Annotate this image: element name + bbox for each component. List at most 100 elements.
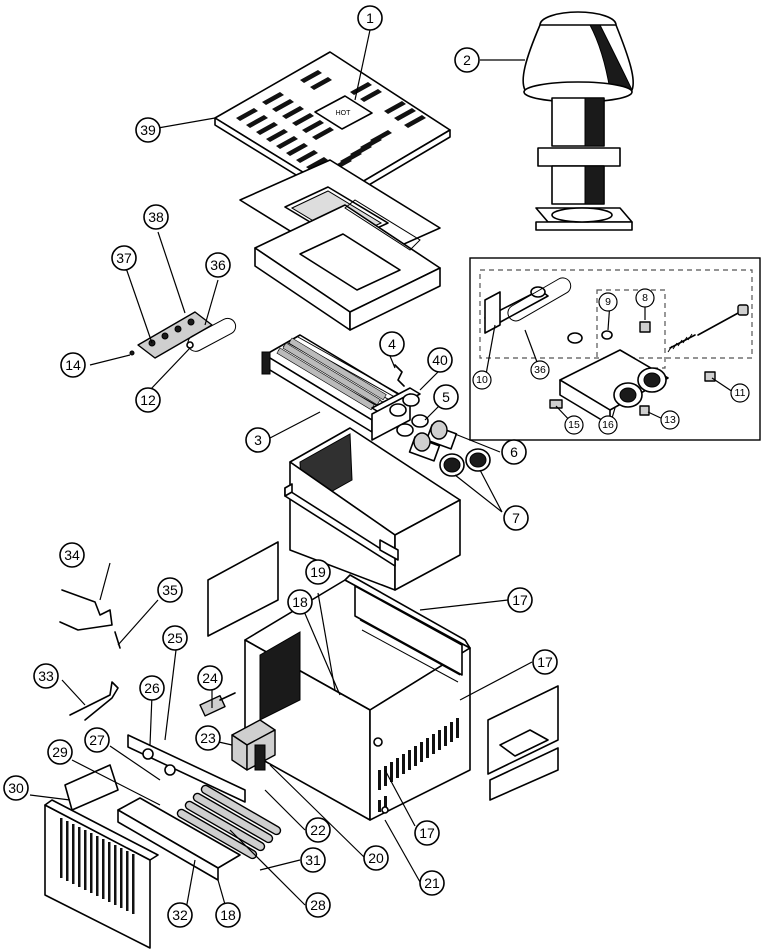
svg-text:20: 20 (368, 850, 384, 866)
callout-17-bottom: 17 (414, 820, 440, 846)
callout-18-upper: 18 (287, 589, 313, 615)
svg-text:18: 18 (220, 907, 236, 923)
svg-text:31: 31 (305, 852, 321, 868)
svg-text:23: 23 (200, 730, 216, 746)
callout-2: 2 (454, 47, 480, 73)
svg-text:28: 28 (310, 897, 326, 913)
callout-18-lower: 18 (215, 902, 241, 928)
header-gasket-assembly (129, 311, 237, 359)
callout-markers: 1 2 3 4 5 6 7 8 9 10 11 12 13 14 15 16 1… (3, 5, 750, 928)
svg-text:13: 13 (664, 414, 676, 426)
callout-7: 7 (503, 505, 529, 531)
side-panel (487, 685, 559, 801)
igniter (199, 692, 236, 717)
callout-21: 21 (419, 870, 445, 896)
callout-31: 31 (300, 847, 326, 873)
svg-text:27: 27 (89, 732, 105, 748)
svg-text:12: 12 (140, 392, 156, 408)
callout-1: 1 (357, 5, 383, 31)
callout-30: 30 (3, 775, 29, 801)
callout-14: 14 (60, 352, 86, 378)
callout-22: 22 (305, 817, 331, 843)
svg-text:30: 30 (8, 780, 24, 796)
svg-text:36: 36 (210, 257, 226, 273)
svg-text:35: 35 (162, 582, 178, 598)
svg-text:34: 34 (64, 547, 80, 563)
svg-text:38: 38 (148, 209, 164, 225)
pilot-assembly (59, 589, 121, 721)
callout-36-inset: 36 (530, 360, 550, 380)
svg-text:15: 15 (568, 419, 580, 431)
svg-text:32: 32 (172, 907, 188, 923)
callout-25: 25 (162, 625, 188, 651)
callout-24: 24 (197, 665, 223, 691)
svg-text:3: 3 (254, 432, 262, 448)
header-kit-inset (469, 257, 761, 441)
svg-text:5: 5 (442, 389, 450, 405)
callout-35: 35 (157, 577, 183, 603)
callout-16: 16 (598, 415, 618, 435)
callout-38: 38 (143, 204, 169, 230)
callout-8: 8 (635, 288, 655, 308)
svg-text:8: 8 (642, 292, 648, 304)
callout-12: 12 (135, 387, 161, 413)
callout-40: 40 (427, 347, 453, 373)
callout-39: 39 (135, 117, 161, 143)
callout-15: 15 (564, 415, 584, 435)
rear-access-panel (207, 541, 279, 637)
top-cover-panel: HOT (214, 51, 451, 203)
svg-text:7: 7 (512, 510, 520, 526)
callout-34: 34 (59, 542, 85, 568)
callout-17-right: 17 (532, 649, 558, 675)
callout-10: 10 (472, 370, 492, 390)
svg-text:24: 24 (202, 670, 218, 686)
svg-text:18: 18 (292, 594, 308, 610)
svg-text:17: 17 (537, 654, 553, 670)
callout-9: 9 (598, 292, 618, 312)
callout-19: 19 (305, 559, 331, 585)
svg-text:19: 19 (310, 564, 326, 580)
callout-28: 28 (305, 892, 331, 918)
svg-text:1: 1 (366, 10, 374, 26)
callout-11: 11 (730, 383, 750, 403)
svg-text:6: 6 (510, 444, 518, 460)
leader-lines (29, 29, 734, 916)
front-door-panel (44, 799, 159, 949)
svg-text:26: 26 (144, 680, 160, 696)
callout-32: 32 (167, 902, 193, 928)
svg-text:36: 36 (534, 364, 546, 376)
callout-4: 4 (379, 331, 405, 357)
svg-text:11: 11 (735, 387, 746, 399)
callout-3: 3 (245, 427, 271, 453)
gas-valve (231, 719, 276, 771)
svg-text:21: 21 (424, 875, 440, 891)
svg-text:33: 33 (38, 668, 54, 684)
svg-text:39: 39 (140, 122, 156, 138)
svg-text:22: 22 (310, 822, 326, 838)
svg-text:25: 25 (167, 630, 183, 646)
svg-text:4: 4 (388, 336, 396, 352)
callout-23: 23 (195, 725, 221, 751)
callout-13: 13 (660, 410, 680, 430)
callout-26: 26 (139, 675, 165, 701)
svg-text:2: 2 (463, 52, 471, 68)
callout-20: 20 (363, 845, 389, 871)
flue-collector (254, 199, 441, 331)
callout-33: 33 (33, 663, 59, 689)
svg-text:9: 9 (605, 296, 611, 308)
burner-tray (64, 764, 282, 881)
svg-text:10: 10 (476, 374, 488, 386)
svg-text:16: 16 (602, 419, 614, 431)
water-fittings (389, 364, 491, 477)
callout-37: 37 (111, 245, 137, 271)
callout-27: 27 (84, 727, 110, 753)
callout-17-top: 17 (507, 587, 533, 613)
svg-text:40: 40 (432, 352, 448, 368)
svg-text:37: 37 (116, 250, 132, 266)
svg-text:17: 17 (419, 825, 435, 841)
svg-text:29: 29 (52, 744, 68, 760)
combustion-chamber (284, 427, 461, 591)
svg-text:14: 14 (65, 357, 81, 373)
callout-6: 6 (501, 439, 527, 465)
